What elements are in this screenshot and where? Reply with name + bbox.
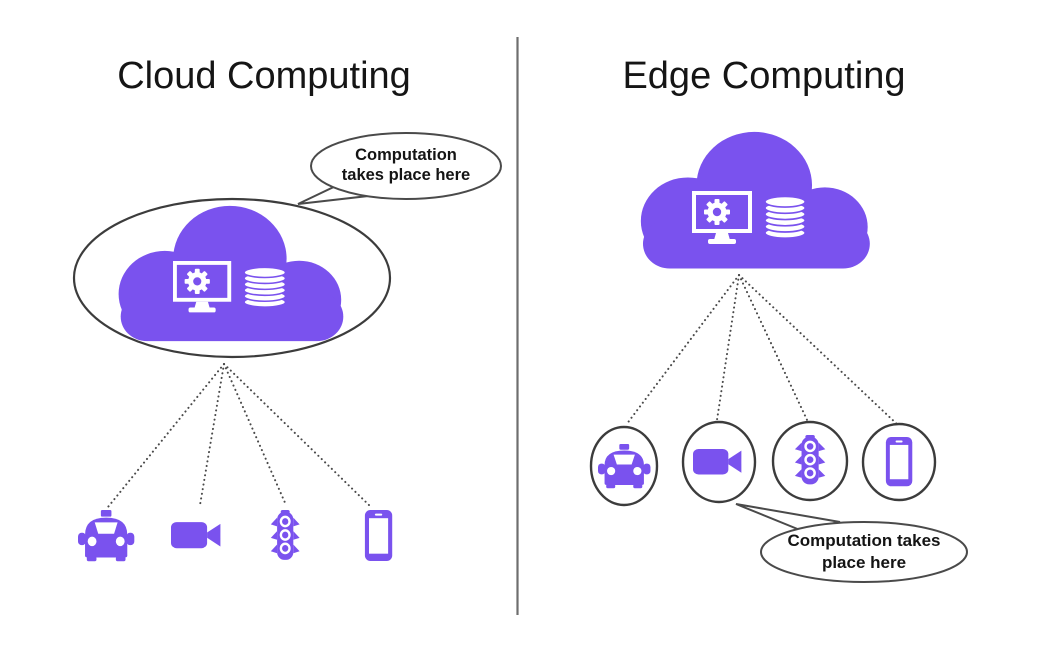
smartphone-icon [885,437,913,487]
connection-line [625,274,740,426]
speech-bubble-left-line2: takes place here [341,166,471,184]
database-icon [763,195,807,240]
speech-bubble-left-line1: Computation [355,146,457,164]
connection-lines [107,363,372,508]
speech-bubble-left-text: Computation takes place here [316,145,496,185]
speech-bubble-right [735,503,968,583]
speech-bubble-ellipse [760,521,968,583]
smartphone-icon [364,510,393,561]
edge-computing-title: Edge Computing [622,55,906,97]
cloud-icon [640,131,870,269]
speech-bubble-ellipse [310,132,502,200]
connection-lines [625,274,900,427]
connection-line [223,363,372,508]
connection-line [223,363,287,506]
connection-line [199,363,225,506]
edge-computing-panel [589,131,968,583]
connection-line [107,363,225,508]
database-icon [242,266,287,309]
speech-bubble-right-text: Computation takes place here [754,530,974,574]
connection-line [738,274,809,423]
cloud-computing-title: Cloud Computing [117,55,411,97]
traffic-light-icon [269,508,301,562]
connection-line [738,274,900,427]
connection-line [716,274,740,421]
video-camera-icon [171,522,221,549]
speech-bubble-left [297,132,502,205]
cloud-computing-panel [72,132,502,562]
speech-bubble-right-line1: Computation takes [787,531,941,550]
car-icon [78,510,135,562]
speech-bubble-right-line2: place here [821,553,907,572]
